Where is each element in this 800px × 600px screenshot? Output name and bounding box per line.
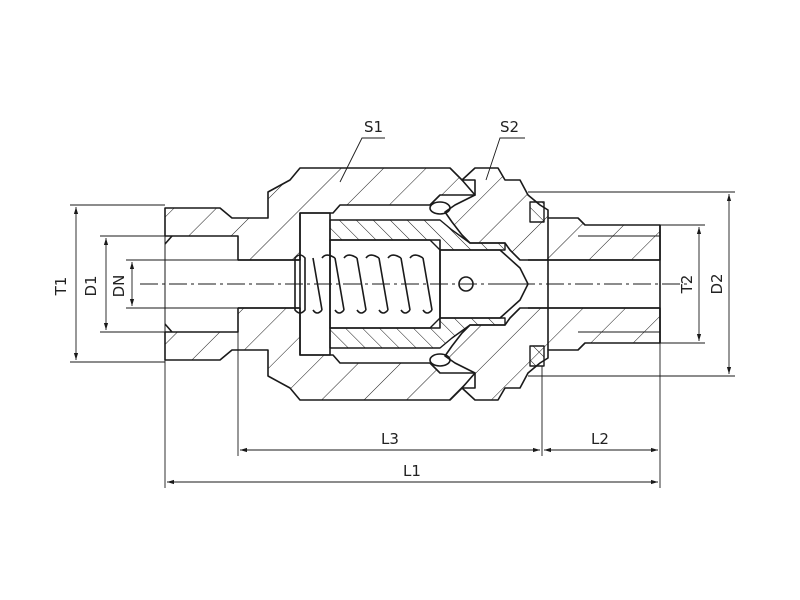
label-d2: D2	[708, 273, 726, 294]
label-d1: D1	[82, 275, 100, 296]
label-l3: L3	[381, 430, 399, 448]
body-upper-section	[164, 167, 476, 261]
label-s1: S1	[364, 118, 383, 136]
valve-outlet-part	[444, 167, 661, 401]
s2-leader	[485, 137, 525, 181]
dimensions-left	[70, 204, 238, 363]
seal-upper-right	[529, 201, 545, 223]
label-t1: T1	[52, 277, 70, 297]
leaders	[339, 137, 525, 183]
o-ring-upper-left	[429, 201, 451, 215]
dimensions-bottom	[164, 332, 661, 488]
label-dn: DN	[110, 275, 128, 298]
label-t2: T2	[678, 275, 696, 295]
o-ring-lower-left	[429, 353, 451, 367]
label-s2: S2	[500, 118, 519, 136]
spring-coils-top	[321, 254, 424, 259]
o-rings	[429, 201, 545, 367]
spring-end-coil	[294, 254, 306, 314]
thread-chamfer	[164, 235, 173, 333]
body-lower-section	[164, 307, 476, 401]
label-l1: L1	[403, 462, 421, 480]
label-l2: L2	[591, 430, 609, 448]
dimensions-right	[528, 191, 735, 377]
seal-lower-right	[529, 345, 545, 367]
poppet-cone	[439, 249, 529, 319]
s1-leader	[339, 137, 385, 183]
spring-coils-bottom	[312, 309, 433, 314]
